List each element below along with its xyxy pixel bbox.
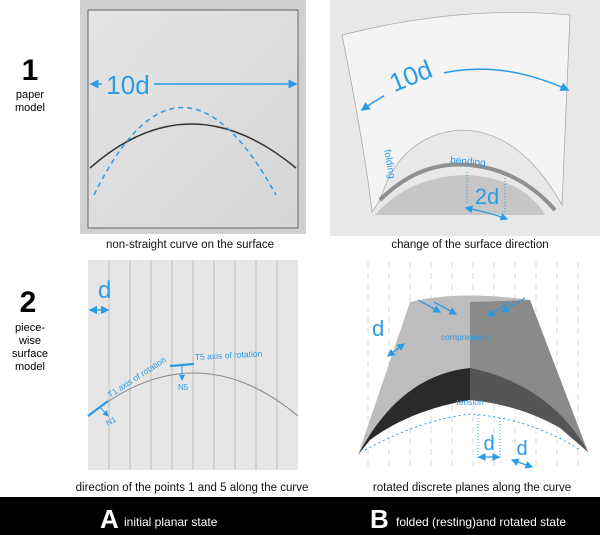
state-a-label: initial planar state	[124, 515, 218, 529]
caption-rotated: rotated discrete planes along the curve	[373, 482, 571, 494]
tension-label: tension	[456, 397, 484, 407]
planar-strip-model: d T1 axis of rotation T5 axis of rotatio…	[87, 260, 299, 470]
drawn-curve	[89, 123, 297, 169]
small-dimension-label: 2d	[475, 184, 499, 209]
d-label-2: d	[483, 433, 494, 455]
dashed-curve	[93, 106, 277, 196]
d-label-3: d	[516, 438, 527, 460]
n5-label: N5	[178, 383, 189, 392]
row-1-number: 1	[22, 54, 39, 87]
caption-bent: change of the surface direction	[391, 239, 548, 251]
t5-axis-label: T5 axis of rotation	[195, 348, 263, 362]
row-2-label-line: surface	[12, 348, 48, 360]
compression-label: compression	[441, 332, 489, 342]
folding-label: folding	[381, 149, 397, 180]
row-2-label-line: wise	[18, 335, 41, 347]
dimension-label: 10d	[106, 70, 149, 100]
row-1-label-line: model	[15, 102, 45, 114]
d-label: d	[372, 316, 384, 341]
row-1-label-line: paper	[16, 89, 44, 101]
rotated-planes-model: d compression tension d d	[358, 262, 588, 470]
state-a-letter: A	[100, 504, 119, 534]
caption-flat: non-straight curve on the surface	[106, 239, 274, 251]
state-b-letter: B	[370, 504, 389, 534]
footer-bar	[0, 497, 600, 535]
photo-bent-paper: 10d folding bending 2d	[330, 0, 600, 236]
row-2-label-line: piece-	[15, 322, 45, 334]
bending-label: bending	[450, 155, 486, 169]
photo-flat-paper: 10d	[80, 0, 306, 234]
row-2-label-line: model	[15, 361, 45, 373]
d-label: d	[98, 277, 111, 304]
row-2-number: 2	[20, 286, 37, 319]
caption-planar: direction of the points 1 and 5 along th…	[76, 482, 309, 494]
state-b-label: folded (resting)and rotated state	[396, 515, 566, 529]
